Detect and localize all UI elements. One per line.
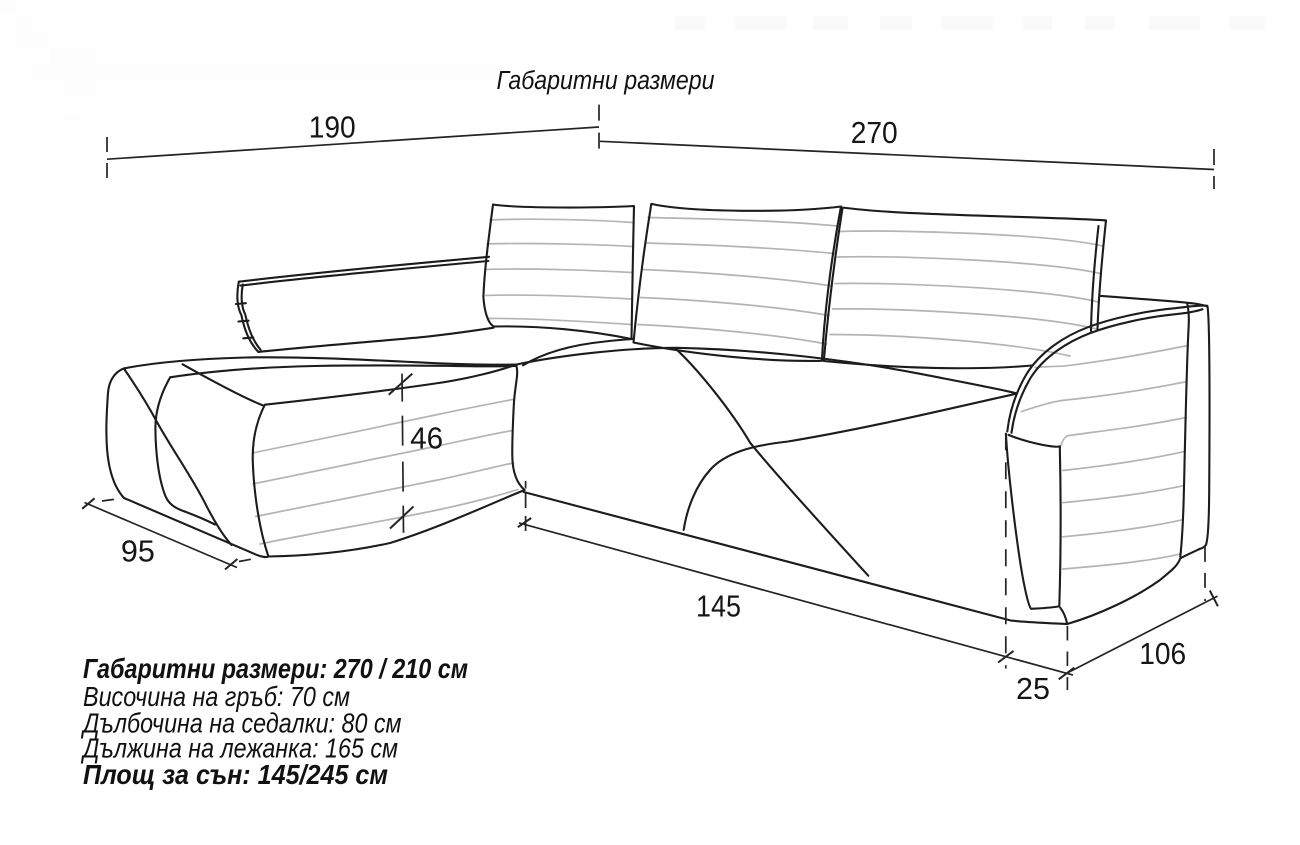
svg-text:Дълбочина на седалки: 80 см: Дълбочина на седалки: 80 см [81,708,402,739]
svg-text:Дължина на лежанка: 165 см: Дължина на лежанка: 165 см [81,732,398,763]
svg-text:106: 106 [1139,636,1186,671]
svg-text:Площ за сън: 145/245 см: Площ за сън: 145/245 см [83,759,388,790]
svg-text:145: 145 [696,588,741,623]
svg-text:46: 46 [410,421,443,456]
svg-text:270: 270 [851,115,898,150]
svg-text:Габаритни размери: Габаритни размери [497,67,715,95]
svg-text:190: 190 [309,110,356,145]
svg-text:Височина на гръб: 70 см: Височина на гръб: 70 см [83,681,350,712]
svg-text:95: 95 [121,534,155,569]
svg-text:25: 25 [1016,671,1050,706]
svg-text:Габаритни размери: 270 / 210 с: Габаритни размери: 270 / 210 см [83,653,468,684]
